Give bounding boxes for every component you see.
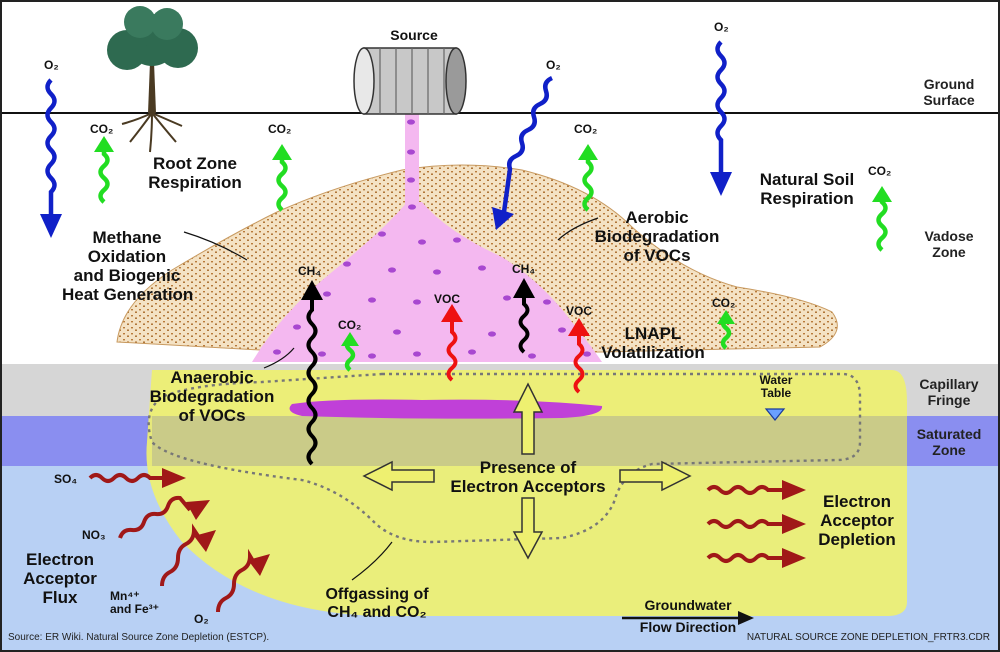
electron-acceptor-arrows: [362, 382, 692, 560]
voc-arrows: [446, 320, 585, 394]
co2-label: CO₂: [712, 296, 736, 310]
source-leak-column: [405, 114, 419, 206]
ch4-arrowheads: [301, 278, 535, 300]
vapor-plume: [252, 202, 602, 362]
groundwater-flow-arrow: [622, 611, 754, 625]
o2-arrowheads: [40, 172, 732, 238]
water-table-icon: [764, 408, 786, 421]
groundwater-flow-label: Groundwater Flow Direction: [639, 597, 737, 635]
no3-label: NO₃: [82, 528, 106, 542]
o2-label: O₂: [44, 58, 59, 72]
file-name: NATURAL SOURCE ZONE DEPLETION_FRTR3.CDR: [746, 632, 990, 643]
co2-label: CO₂: [574, 122, 598, 136]
ch4-label: CH₄: [298, 264, 322, 278]
co2-arrowheads: [94, 136, 892, 346]
source-label: Source: [390, 27, 438, 43]
co2-label: CO₂: [90, 122, 114, 136]
ch4-label: CH₄: [512, 262, 536, 276]
acceptor-arrowheads: [162, 468, 806, 576]
voc-arrowheads: [441, 304, 590, 336]
mn-fe-label: Mn⁴⁺and Fe³⁺: [110, 589, 160, 617]
co2-label: CO₂: [868, 164, 892, 178]
tree-icon: [107, 6, 198, 153]
acceptor-arrows: [88, 473, 784, 613]
o2-arrows: [45, 40, 727, 218]
plume-dotted-outline: [147, 372, 862, 544]
o2-label: O₂: [714, 20, 729, 34]
source-barrel: [353, 47, 467, 115]
voc-label: VOC: [434, 292, 461, 306]
lnapl-pool: [289, 399, 603, 419]
co2-label: CO₂: [268, 122, 292, 136]
source-citation: Source: ER Wiki. Natural Source Zone Dep…: [8, 632, 270, 643]
o2-label: O₂: [194, 612, 209, 626]
co2-arrows: [98, 148, 888, 372]
leader-lines: [183, 217, 599, 581]
vapor-dots: [273, 119, 591, 359]
so4-label: SO₄: [54, 472, 78, 486]
ch4-arrows: [306, 296, 530, 466]
co2-label: CO₂: [338, 318, 362, 332]
voc-label: VOC: [566, 304, 593, 318]
o2-label: O₂: [546, 58, 561, 72]
